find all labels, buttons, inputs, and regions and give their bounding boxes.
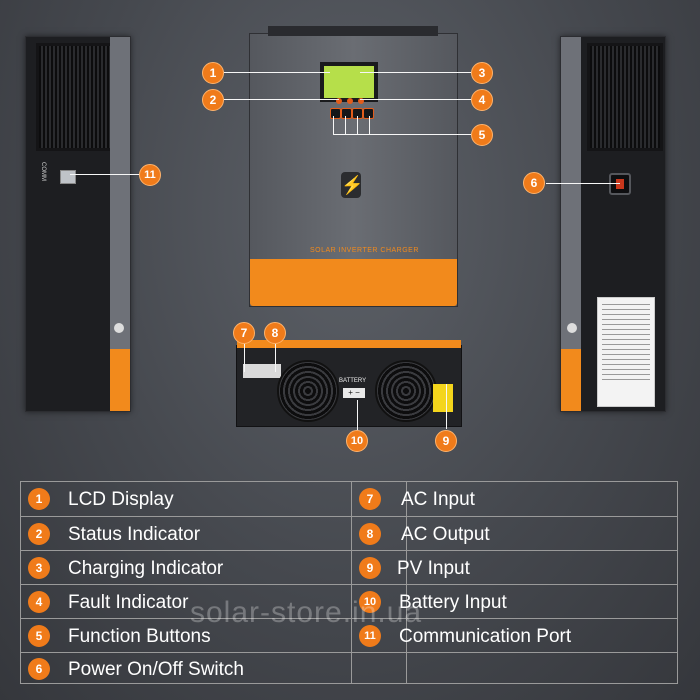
legend-label-fault-indicator: Fault Indicator (68, 592, 189, 613)
left-side-screw (114, 323, 124, 333)
battery-terminal-icon: + − (343, 388, 365, 398)
legend-number-4: 4 (28, 591, 50, 613)
legend-label-battery-input: Battery Input (399, 592, 507, 613)
callout-line-11 (70, 174, 140, 175)
legend-label-lcd-display: LCD Display (68, 489, 174, 510)
right-orange-foot (561, 349, 581, 411)
legend-row: 5 Function Buttons 11 Communication Port (21, 618, 677, 653)
callout-line-7 (244, 344, 245, 372)
legend-label-status-indicator: Status Indicator (68, 524, 201, 545)
legend-label-charging-indicator: Charging Indicator (68, 558, 224, 579)
legend-label-power-switch: Power On/Off Switch (68, 659, 244, 680)
callout-line-10 (357, 400, 358, 430)
legend-number-5: 5 (28, 625, 50, 647)
legend-number-2: 2 (28, 523, 50, 545)
callout-line-9 (446, 384, 447, 429)
legend-number-11: 11 (359, 625, 381, 647)
bottom-view-unit: BATTERY + − (236, 340, 462, 427)
status-indicator-led (336, 98, 342, 104)
legend-row: 3 Charging Indicator 9 PV Input (21, 550, 677, 585)
watermark-text: solar-store.in.ua (190, 596, 423, 629)
callout-line-1 (224, 72, 330, 73)
callout-badge-1: 1 (202, 62, 224, 84)
fault-indicator-led (358, 98, 364, 104)
callout-line-5-drop-d (369, 116, 370, 134)
front-orange-base (250, 259, 457, 306)
callout-badge-8: 8 (264, 322, 286, 344)
function-button-4[interactable] (363, 108, 374, 119)
front-view-unit: ⚡ SOLAR INVERTER CHARGER (249, 26, 458, 307)
spec-label-lines (602, 304, 650, 384)
function-button-1[interactable] (330, 108, 341, 119)
right-side-screw (567, 323, 577, 333)
left-vent-grille (36, 43, 116, 151)
legend-label-ac-input: AC Input (401, 489, 475, 510)
callout-badge-5: 5 (471, 124, 493, 146)
legend-row: 2 Status Indicator 8 AC Output (21, 516, 677, 551)
lcd-display-screen (320, 62, 378, 102)
fan-left-icon (277, 360, 339, 422)
callout-badge-7: 7 (233, 322, 255, 344)
right-side-view (560, 36, 666, 412)
legend-label-communication-port: Communication Port (399, 626, 572, 647)
callout-badge-11: 11 (139, 164, 161, 186)
battery-terminal-label: BATTERY (339, 378, 367, 384)
callout-line-5 (333, 134, 471, 135)
front-top-bracket (268, 26, 438, 36)
legend-number-3: 3 (28, 557, 50, 579)
power-switch-icon[interactable] (609, 173, 631, 195)
function-button-2[interactable] (341, 108, 352, 119)
ac-terminal-block (243, 364, 281, 378)
lightning-logo-icon: ⚡ (341, 172, 363, 198)
legend-number-8: 8 (359, 523, 381, 545)
power-switch-rocker (616, 179, 624, 189)
callout-line-5-drop-b (345, 116, 346, 134)
function-buttons (330, 108, 374, 120)
front-panel-label: SOLAR INVERTER CHARGER (310, 247, 419, 254)
left-side-view: COMM (25, 36, 131, 412)
callout-line-3 (360, 72, 471, 73)
callout-badge-10: 10 (346, 430, 368, 452)
callout-line-5-drop (333, 116, 334, 134)
callout-line-2 (224, 99, 339, 100)
legend-column-divider (351, 482, 352, 683)
callout-badge-3: 3 (471, 62, 493, 84)
legend-number-1: 1 (28, 488, 50, 510)
lcd-screen-glass (324, 66, 374, 98)
comm-port-label: COMM (40, 162, 46, 181)
legend-number-7: 7 (359, 488, 381, 510)
right-vent-grille (587, 43, 663, 151)
legend-number-6: 6 (28, 658, 50, 680)
bottom-orange-edge (237, 340, 461, 348)
legend-table: 1 LCD Display 7 AC Input 2 Status Indica… (20, 481, 678, 684)
fan-right-icon (375, 360, 437, 422)
right-side-rail (561, 37, 581, 411)
callout-badge-4: 4 (471, 89, 493, 111)
comm-port-icon (60, 170, 76, 184)
legend-right-num-divider (406, 482, 407, 683)
legend-row: 4 Fault Indicator 10 Battery Input (21, 584, 677, 619)
callout-line-5-drop-c (357, 116, 358, 134)
legend-label-pv-input: PV Input (397, 558, 470, 579)
callout-badge-9: 9 (435, 430, 457, 452)
legend-label-function-buttons: Function Buttons (68, 626, 211, 647)
legend-row: 1 LCD Display 7 AC Input (21, 482, 677, 516)
callout-badge-6: 6 (523, 172, 545, 194)
callout-badge-2: 2 (202, 89, 224, 111)
left-side-rail (110, 37, 130, 411)
left-orange-foot (110, 349, 130, 411)
legend-number-9: 9 (359, 557, 381, 579)
callout-line-6 (546, 183, 620, 184)
pv-warning-sticker-icon (433, 384, 453, 412)
callout-line-8 (275, 344, 276, 372)
spec-label-sticker (597, 297, 655, 407)
legend-number-10: 10 (359, 591, 381, 613)
callout-line-4 (360, 99, 471, 100)
legend-label-ac-output: AC Output (401, 524, 490, 545)
charging-indicator-led (347, 98, 353, 104)
legend-row: 6 Power On/Off Switch (21, 652, 677, 684)
